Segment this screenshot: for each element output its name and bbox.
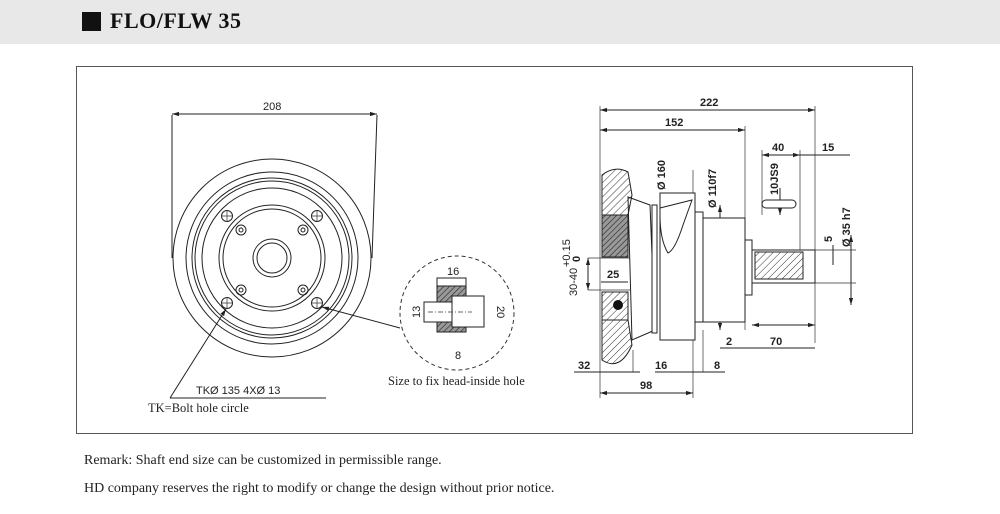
wheel-core-section [601, 214, 629, 258]
dim-diameter-208: 208 [263, 101, 281, 113]
dim-bore-tol-upper: +0.15 [561, 239, 573, 267]
flange-circle [218, 204, 326, 312]
wheel-core-section [601, 291, 629, 321]
shaft-collar [744, 239, 753, 296]
bolt-hole-icon [311, 297, 323, 309]
dim-key-depth: 5 [823, 236, 835, 242]
detail-caption: Size to fix head-inside hole [388, 374, 525, 388]
wheel-circle [194, 180, 350, 336]
gearbox-body [702, 217, 746, 323]
detail-cap [436, 277, 467, 287]
side-view: 222 152 40 15 Ø 160 Ø 110f7 10JS9 5 Ø 35… [561, 97, 856, 398]
front-view: 208 TKØ 135 4XØ 13 TK=Bolt hole circle [148, 101, 401, 415]
title-marker-icon [82, 12, 101, 31]
flange-plate [627, 196, 656, 341]
dim-bore-tol-lower: 0 [571, 256, 583, 262]
detail-circle [399, 255, 515, 371]
bolt-holes [221, 210, 323, 309]
leader-line [169, 308, 227, 399]
detail-dim-8: 8 [455, 350, 461, 362]
gearbox-step [694, 211, 704, 323]
dim-70: 70 [770, 336, 782, 348]
dim-32: 32 [578, 360, 590, 372]
dim-152: 152 [665, 117, 683, 129]
shaft-key-section [754, 251, 804, 280]
detail-dim-13: 13 [411, 306, 423, 318]
tyre-section-bottom [601, 319, 633, 365]
header-bar: FLO/FLW 35 [0, 0, 1000, 44]
drawing-frame [76, 66, 913, 434]
housing-disk [659, 192, 696, 341]
dim-key-width: 10JS9 [769, 163, 781, 195]
wheel-circle [185, 171, 359, 345]
detail-leader-line [321, 306, 401, 329]
detail-dim-16: 16 [447, 266, 459, 278]
dim-wheel-diameter: Ø 160 [656, 160, 668, 190]
detail-dim-20: 20 [494, 306, 506, 318]
bolt-hole-icon [311, 210, 323, 222]
bolt-circle-note: TK=Bolt hole circle [148, 401, 249, 415]
wheel-circle [191, 177, 353, 339]
page-title: FLO/FLW 35 [110, 8, 242, 33]
bolt-circle-spec: TKØ 135 4XØ 13 [196, 385, 280, 397]
detail-hole-large [451, 295, 485, 328]
dim-15: 15 [822, 142, 834, 154]
dim-222: 222 [700, 97, 718, 109]
dim-flange-diameter: Ø 110f7 [707, 169, 719, 208]
tyre-section-top [601, 168, 633, 216]
dim-25: 25 [607, 269, 619, 281]
flange-circle [222, 208, 322, 308]
remark-disclaimer: HD company reserves the right to modify … [84, 481, 555, 496]
remark-shaft: Remark: Shaft end size can be customized… [84, 453, 442, 468]
dim-2: 2 [726, 336, 732, 348]
bolt-hole-icon [221, 297, 233, 309]
hub-circle [252, 238, 292, 278]
dim-bore: 30-40 [568, 268, 580, 296]
dim-40: 40 [772, 142, 784, 154]
hub-bore-circle [256, 242, 288, 274]
wheel-outer-circle [172, 158, 372, 358]
extension-line [371, 114, 378, 259]
dim-16: 16 [655, 360, 667, 372]
screw-holes [235, 224, 309, 296]
dim-shaft-diameter: Ø 35 h7 [841, 207, 853, 247]
cam-profile [659, 199, 693, 254]
bearing-ball [613, 300, 623, 310]
keyway [761, 199, 797, 209]
detail-view: 16 13 20 8 Size to fix head-inside hole [388, 255, 525, 388]
bolt-hole-icon [221, 210, 233, 222]
plate-rim [651, 204, 658, 334]
dim-8: 8 [714, 360, 720, 372]
dim-98: 98 [640, 380, 652, 392]
wheel-circle [201, 187, 343, 329]
